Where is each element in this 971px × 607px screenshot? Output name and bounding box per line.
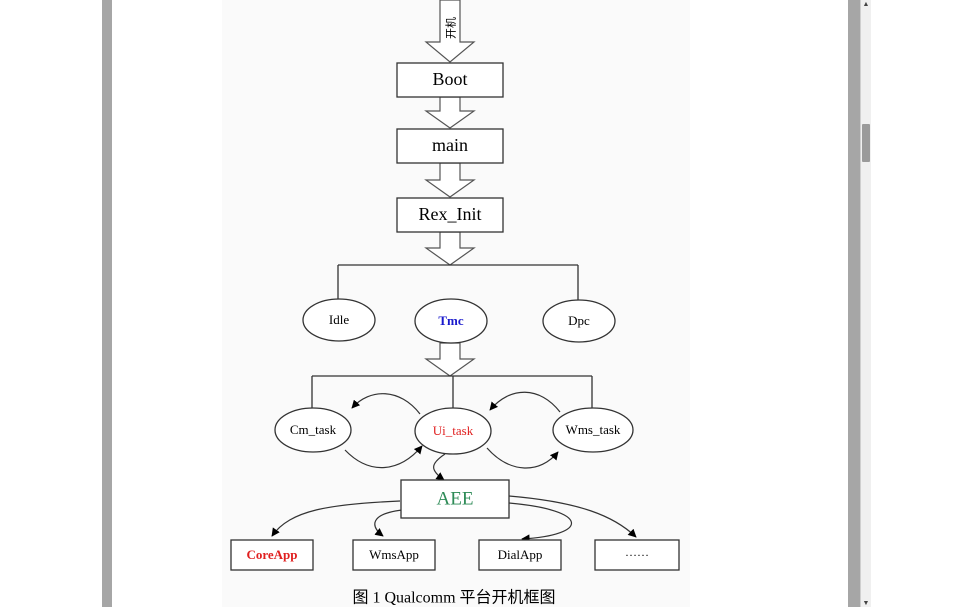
cm-task-label: Cm_task [290, 422, 337, 437]
rexinit-box [396, 197, 504, 233]
power-on-arrow [424, 0, 476, 63]
coreapp-box [230, 539, 314, 571]
cm-to-ui-arrow [344, 445, 423, 469]
ui-to-wms-arrow [486, 447, 559, 469]
tmc-to-tasks-arrow [424, 342, 476, 377]
aee-label: AEE [437, 488, 474, 509]
wms-task-label: Wms_task [566, 422, 621, 437]
more-box [594, 539, 680, 571]
dpc-node [542, 299, 616, 343]
scroll-thumb[interactable] [862, 124, 870, 162]
rexinit-to-tasks-arrow [424, 231, 476, 266]
aee-box [400, 479, 510, 519]
main-label: main [432, 135, 468, 155]
vertical-scrollbar[interactable]: ▲ ▼ [860, 0, 871, 607]
cm-task-node [274, 407, 352, 453]
left-page-gutter [102, 0, 112, 607]
dialapp-label: DialApp [498, 547, 543, 562]
boot-label: Boot [432, 69, 467, 89]
idle-label: Idle [329, 312, 349, 327]
tmc-fork-line [311, 375, 593, 410]
boot-to-main-arrow [424, 96, 476, 129]
main-to-rexinit-arrow [424, 162, 476, 198]
ui-task-node [414, 407, 492, 455]
ui-to-cm-arrow [351, 393, 421, 415]
ui-to-aee-arrow [433, 453, 446, 481]
main-box [396, 128, 504, 164]
rexinit-fork-line [337, 264, 579, 300]
aee-to-dialapp-arrow [508, 502, 572, 543]
wms-task-node [552, 407, 634, 453]
aee-to-more-arrow [508, 495, 637, 538]
wmsapp-box [352, 539, 436, 571]
power-on-label: 开机 [444, 17, 458, 39]
dialapp-box [478, 539, 562, 571]
scroll-up-arrow-icon[interactable]: ▲ [862, 0, 870, 8]
right-page-gutter [848, 0, 860, 607]
more-label: …… [625, 545, 649, 559]
aee-to-wmsapp-arrow [374, 509, 403, 537]
tmc-node [414, 298, 488, 344]
dpc-label: Dpc [568, 313, 590, 328]
wms-to-ui-arrow [489, 391, 561, 413]
figure-caption: 图 1 Qualcomm 平台开机框图 [352, 589, 555, 607]
coreapp-label: CoreApp [246, 547, 297, 562]
idle-node [302, 298, 376, 342]
aee-to-coreapp-arrow [271, 500, 401, 537]
boot-box [396, 62, 504, 98]
wmsapp-label: WmsApp [369, 547, 419, 562]
rexinit-label: Rex_Init [419, 204, 482, 224]
tmc-label: Tmc [438, 313, 464, 328]
ui-task-label: Ui_task [433, 423, 474, 438]
scroll-down-arrow-icon[interactable]: ▼ [862, 599, 870, 607]
